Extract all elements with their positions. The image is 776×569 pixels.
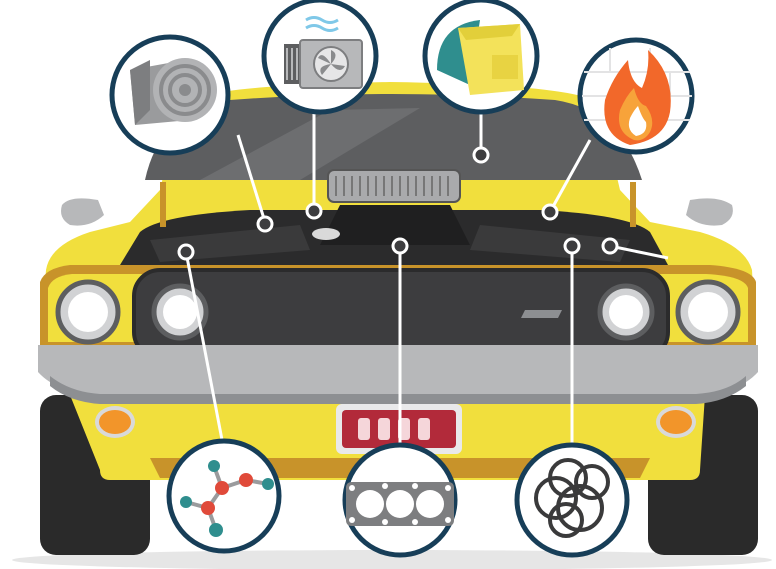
right-hinge <box>630 182 636 227</box>
air-cleaner-ribs <box>335 176 449 196</box>
callout-fire-resistant[interactable] <box>577 37 695 155</box>
hotspot-foam[interactable] <box>472 146 490 164</box>
front-bumper <box>38 345 758 396</box>
left-mirror <box>61 198 104 226</box>
right-valve-cover <box>470 225 630 262</box>
callout-insulation-roll[interactable] <box>109 34 231 156</box>
callout-gasket[interactable] <box>342 442 458 558</box>
insulation-roll-icon <box>130 58 217 125</box>
hotspot-gasket[interactable] <box>391 237 409 255</box>
headlights <box>55 279 741 345</box>
grille-emblem <box>521 310 562 318</box>
connector-right-side <box>609 244 669 260</box>
connector-insulation <box>236 134 267 223</box>
hotspot-markers <box>177 146 619 261</box>
hotspot-insulation[interactable] <box>256 215 274 233</box>
callout-molecule[interactable] <box>166 438 282 554</box>
o-rings-icon <box>534 458 610 538</box>
windshield-glare <box>200 108 420 180</box>
callout-ac-condenser[interactable] <box>261 0 379 115</box>
hotspot-orings[interactable] <box>563 237 581 255</box>
flame-icon <box>604 50 671 145</box>
callout-hood-foam[interactable] <box>422 0 540 115</box>
connector-fire <box>548 139 592 213</box>
intake-manifold <box>320 205 470 245</box>
hotspot-right-side[interactable] <box>601 237 619 255</box>
hotspot-molecule[interactable] <box>177 243 195 261</box>
foam-block-icon <box>437 20 524 95</box>
connector-molecule <box>184 251 225 446</box>
turn-indicators <box>95 406 696 438</box>
hood-hinges <box>160 182 636 227</box>
left-hinge <box>160 182 166 227</box>
right-mirror <box>686 198 733 226</box>
callout-o-rings[interactable] <box>514 442 630 558</box>
gasket-icon <box>346 482 454 526</box>
oil-cap <box>312 228 340 240</box>
hotspot-condenser[interactable] <box>305 202 323 220</box>
radiator-fan-icon <box>284 16 363 89</box>
hotspot-fire[interactable] <box>541 203 559 221</box>
engine-parts <box>150 169 630 262</box>
side-mirrors <box>61 198 733 226</box>
